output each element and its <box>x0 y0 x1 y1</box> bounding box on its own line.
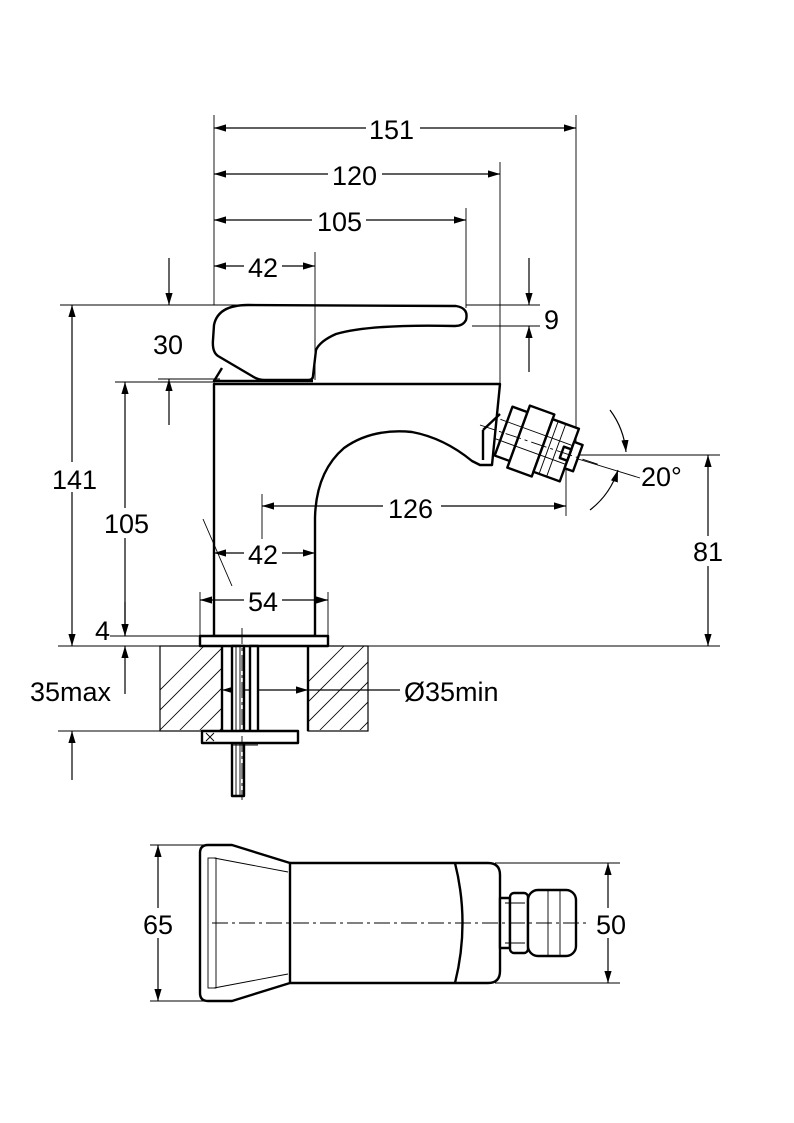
dim-141-label: 141 <box>52 465 97 495</box>
cartridge-cap <box>212 367 313 383</box>
dim-9-label: 9 <box>544 305 559 335</box>
dim-50-label: 50 <box>596 910 626 940</box>
dim-65-label: 65 <box>143 910 173 940</box>
dim-30-label: 30 <box>153 330 183 360</box>
side-view-labels: 151 120 105 42 9 30 141 105 126 20° 42 8… <box>30 114 726 707</box>
fixing-rod <box>200 644 300 798</box>
dim-151-label: 151 <box>369 115 414 145</box>
lever-handle <box>211 303 468 382</box>
base-plate <box>198 634 330 648</box>
top-view: 65 50 <box>136 843 632 1003</box>
dim-42-top-label: 42 <box>248 253 278 283</box>
dim-35max-label: 35max <box>30 677 112 707</box>
top-lever <box>198 843 292 1003</box>
main-body <box>212 382 502 638</box>
side-view <box>58 115 720 800</box>
dim-35min-label: Ø35min <box>404 677 499 707</box>
dim-105-left-label: 105 <box>104 509 149 539</box>
dim-126-label: 126 <box>388 494 433 524</box>
extension-lines <box>58 115 720 732</box>
counter-section <box>159 645 369 732</box>
nozzle <box>493 404 584 483</box>
dim-54-label: 54 <box>248 587 278 617</box>
dim-20-degree-label: 20° <box>641 462 682 492</box>
dim-105-top-label: 105 <box>317 207 362 237</box>
dim-42-mid-label: 42 <box>248 540 278 570</box>
faucet-body <box>211 303 502 638</box>
dim-120-label: 120 <box>332 161 377 191</box>
nozzle-centerline <box>479 424 601 466</box>
dim-81-label: 81 <box>693 537 723 567</box>
dim-4-label: 4 <box>95 616 110 646</box>
